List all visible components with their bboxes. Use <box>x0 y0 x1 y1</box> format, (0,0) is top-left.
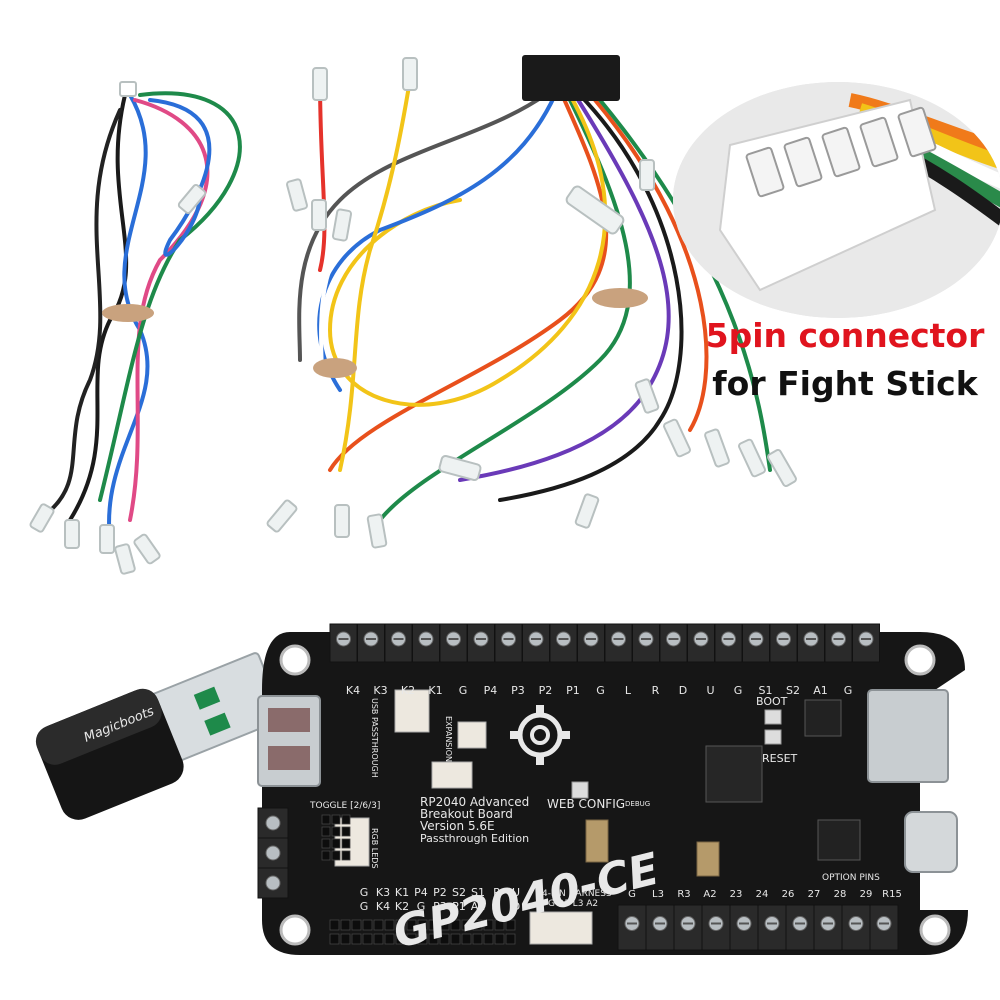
pin-label: G <box>360 900 369 913</box>
board-desc-3: Version 5.6E <box>420 819 495 833</box>
board-desc-1: RP2040 Advanced <box>420 795 529 809</box>
pin-label: P2 <box>539 684 553 697</box>
bottom-right-pin-labels: G L3 R3 A2 23 24 26 27 28 29 R15 <box>628 889 902 900</box>
pin-label: K1 <box>395 886 409 899</box>
pin-label: G <box>628 889 636 900</box>
pin-label: U <box>512 886 520 899</box>
usb-c-port <box>904 811 958 873</box>
pin-label: L3 <box>652 889 664 900</box>
pin-label: P3 <box>433 900 447 913</box>
pin-label: 27 <box>808 889 821 900</box>
left-screw-terminals <box>257 807 289 899</box>
web-config-button <box>571 781 589 799</box>
pin-label: G <box>734 684 743 697</box>
pin-label: D <box>512 900 520 913</box>
connector-housing <box>522 55 620 101</box>
pin-label: G <box>360 886 369 899</box>
pin-label: L <box>625 684 632 697</box>
pin-label: G <box>459 684 468 697</box>
pin-label: P1 <box>566 684 580 697</box>
pin-label: K4 <box>346 684 360 697</box>
reset-label: RESET <box>762 752 798 765</box>
pin-label: S1 <box>759 684 773 697</box>
caption-line-2: for Fight Stick <box>712 364 978 403</box>
pin-label: S2 <box>786 684 800 697</box>
pin-label: R <box>493 886 501 899</box>
pin-label: R <box>652 684 660 697</box>
bottom-right-screw-terminals <box>617 904 899 951</box>
pin-label: P1 <box>452 900 466 913</box>
pin-label: 24 <box>756 889 769 900</box>
caption-line-1: 5pin connector <box>705 316 985 355</box>
harness-label: 4-PIN HARNESS <box>542 889 612 899</box>
pin-label: L <box>494 900 501 913</box>
usb-b-port <box>867 689 949 783</box>
pin-label: R3 <box>677 889 690 900</box>
pin-label: D <box>679 684 687 697</box>
rubber-band <box>102 304 154 322</box>
jst-connector <box>394 689 430 733</box>
pin-label: P3 <box>511 684 525 697</box>
pin-label: P2 <box>433 886 447 899</box>
pin-label: G <box>844 684 853 697</box>
web-config-label: WEB CONFIG <box>547 797 625 811</box>
pin-label: K3 <box>376 886 390 899</box>
gear-logo-icon <box>510 705 570 765</box>
pin-label: R15 <box>882 889 902 900</box>
terminal-screw <box>265 815 281 831</box>
pin-header <box>321 814 516 945</box>
board-desc-2: Breakout Board <box>420 807 513 821</box>
rgb-leds-label: RGB LEDS <box>370 828 379 869</box>
pin-label: A1 <box>471 900 486 913</box>
boot-label: BOOT <box>756 695 788 708</box>
debug-label: DEBUG <box>625 800 650 808</box>
pin-label: P4 <box>484 684 498 697</box>
slide-switch <box>585 819 609 863</box>
pin-label: K2 <box>401 684 415 697</box>
pin-label: K3 <box>373 684 387 697</box>
pin-label: A1 <box>813 684 828 697</box>
harness-pins-label: G R3 L3 A2 <box>548 899 598 909</box>
terminal-screw <box>265 845 281 861</box>
pin-label: 23 <box>730 889 743 900</box>
terminal-screw <box>265 875 281 891</box>
pin-label: 26 <box>782 889 795 900</box>
expansion-label: EXPANSION <box>444 716 453 762</box>
pin-label: P4 <box>414 886 428 899</box>
option-pins-label: OPTION PINS <box>822 873 880 883</box>
pin-label: G <box>417 900 426 913</box>
pin-label: 29 <box>860 889 873 900</box>
board-desc-4: Passthrough Edition <box>420 832 529 845</box>
reset-button <box>764 729 782 745</box>
top-screw-terminals <box>329 623 880 663</box>
boot-button <box>764 709 782 725</box>
pin-label: S2 <box>452 886 466 899</box>
pin-label: K4 <box>376 900 390 913</box>
pin-label: G <box>596 684 605 697</box>
pin-label: U <box>706 684 714 697</box>
pin-label: K1 <box>428 684 442 697</box>
toggle-label: TOGGLE [2/6/3] <box>309 801 380 811</box>
usb-passthrough-label: USB PASSTHROUGH <box>370 698 379 778</box>
rp2040-chip <box>705 745 763 803</box>
pin-label: S1 <box>471 886 485 899</box>
pin-label: K2 <box>395 900 409 913</box>
top-pin-labels: K4 K3 K2 K1 G P4 P3 P2 P1 G L R D U G S1 S2 A1 G <box>346 684 852 697</box>
pin-label: 28 <box>834 889 847 900</box>
pin-label: A2 <box>703 889 716 900</box>
